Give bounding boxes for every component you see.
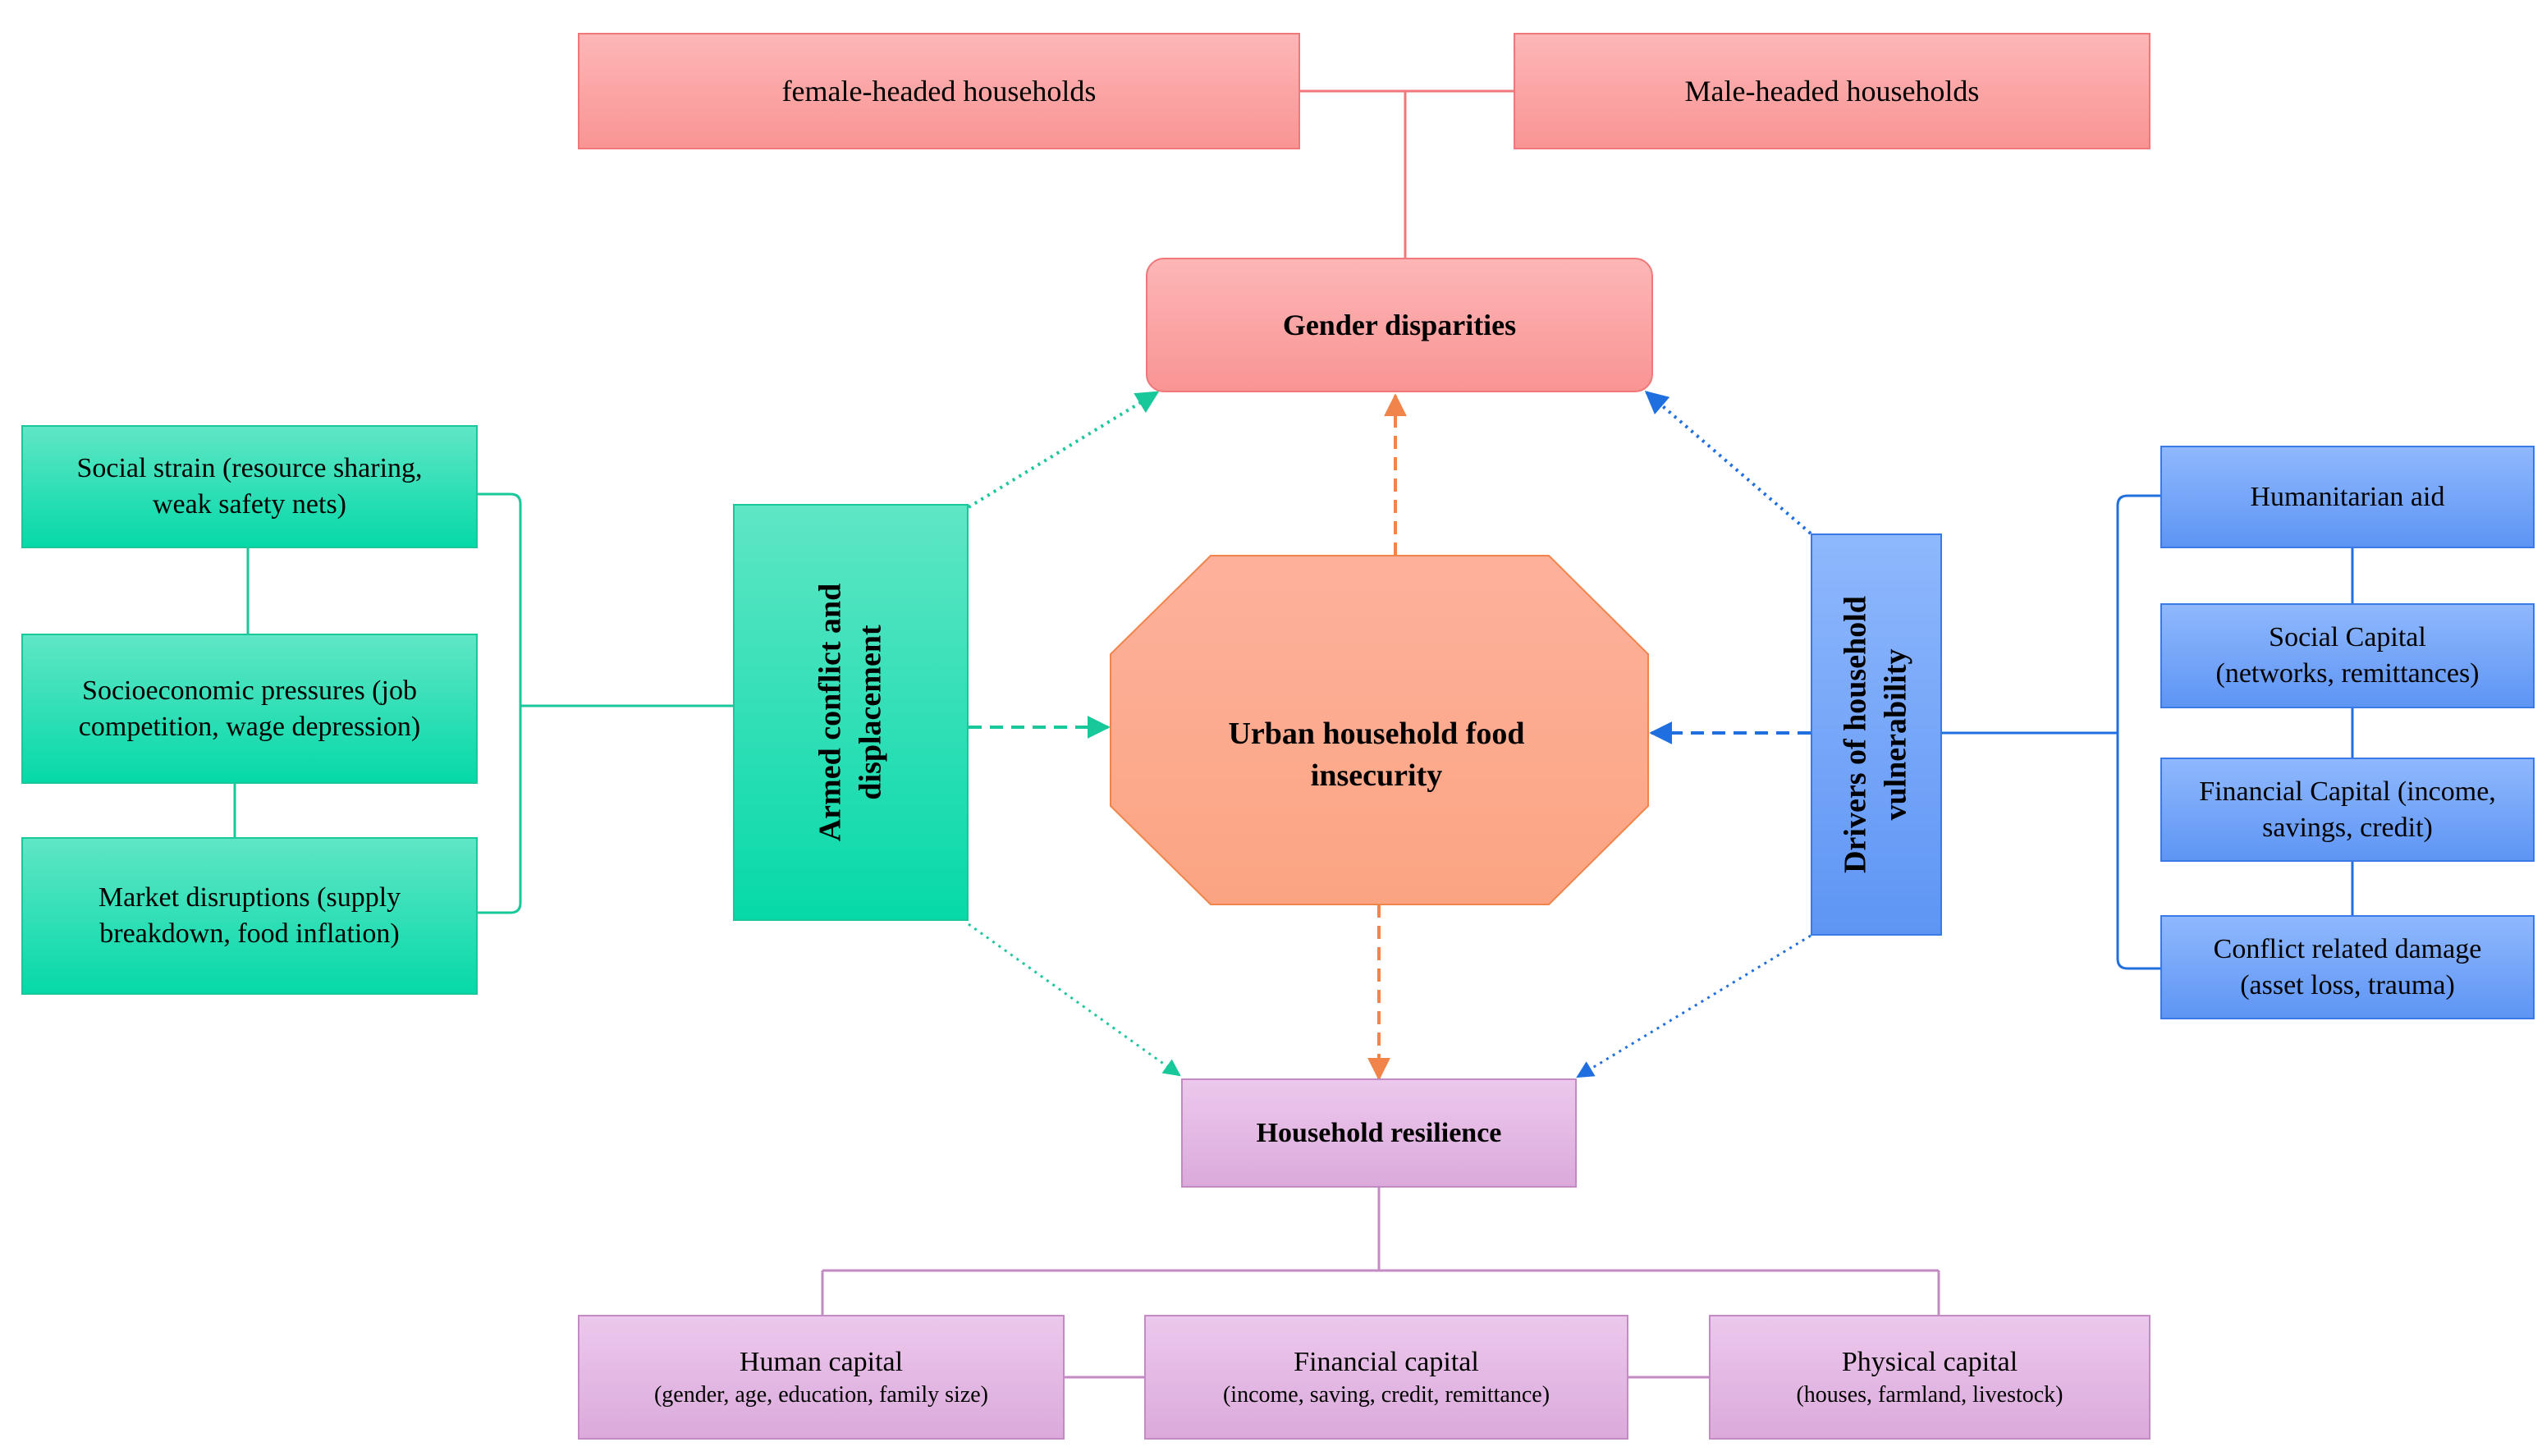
drivers-vulnerability-title: Drivers of household vulnerability <box>1836 596 1917 873</box>
conflict-damage-line2: (asset loss, trauma) <box>2240 969 2455 1000</box>
financial-capital-line1: Financial Capital (income, <box>2199 776 2496 807</box>
drivers-tree-lines <box>1942 494 2354 970</box>
social-strain-line2: weak safety nets) <box>152 489 346 520</box>
market-line2: breakdown, food inflation) <box>99 918 400 949</box>
res-financial-capital-title: Financial capital <box>1294 1347 1479 1378</box>
social-capital-line1: Social Capital <box>2269 622 2426 653</box>
drivers-line1: Drivers of household <box>1838 596 1873 873</box>
drivers-item-social-capital: Social Capital (networks, remittances) <box>2160 603 2535 708</box>
conflict-item-socioeconomic: Socioeconomic pressures (job competition… <box>21 634 478 784</box>
food-insecurity-label: Urban household food insecurity <box>1110 681 1643 829</box>
arrow-conflict-to-resilience <box>968 923 1181 1077</box>
gender-disparities-label: Gender disparities <box>1282 308 1517 341</box>
resilience-item-physical-capital: Physical capital (houses, farmland, live… <box>1709 1315 2150 1440</box>
drivers-item-humanitarian-aid: Humanitarian aid <box>2160 446 2535 548</box>
armed-conflict-box: Armed conflict and displacement <box>733 504 969 921</box>
drivers-vulnerability-box: Drivers of household vulnerability <box>1811 533 1942 936</box>
gender-tree-lines <box>1298 89 1514 258</box>
household-resilience-label: Household resilience <box>1256 1117 1502 1148</box>
armed-conflict-line1: Armed conflict and <box>813 583 848 842</box>
food-insecurity-line2: insecurity <box>1310 758 1443 793</box>
gender-disparities-box: Gender disparities <box>1146 258 1653 392</box>
socioeconomic-line2: competition, wage depression) <box>78 711 421 742</box>
armed-conflict-title: Armed conflict and displacement <box>810 584 891 842</box>
market-line1: Market disruptions (supply <box>98 882 401 913</box>
resilience-item-financial-capital: Financial capital (income, saving, credi… <box>1144 1315 1628 1440</box>
res-financial-capital-detail: (income, saving, credit, remittance) <box>1222 1381 1550 1408</box>
male-headed-label: Male-headed households <box>1684 74 1980 108</box>
resilience-tree-lines <box>821 1188 1940 1379</box>
physical-capital-title: Physical capital <box>1841 1347 2018 1378</box>
female-headed-box: female-headed households <box>578 33 1300 149</box>
human-capital-detail: (gender, age, education, family size) <box>653 1381 989 1408</box>
conflict-damage-line1: Conflict related damage <box>2213 933 2482 964</box>
drivers-item-conflict-damage: Conflict related damage (asset loss, tra… <box>2160 915 2535 1019</box>
conflict-tree-lines <box>233 492 733 914</box>
social-capital-line2: (networks, remittances) <box>2215 658 2480 689</box>
physical-capital-detail: (houses, farmland, livestock) <box>1796 1381 2063 1408</box>
female-headed-label: female-headed households <box>781 74 1097 108</box>
armed-conflict-line2: displacement <box>853 625 888 800</box>
male-headed-box: Male-headed households <box>1514 33 2150 149</box>
food-insecurity-line1: Urban household food <box>1228 716 1525 751</box>
financial-capital-line2: savings, credit) <box>2262 812 2433 843</box>
socioeconomic-line1: Socioeconomic pressures (job <box>82 675 417 706</box>
drivers-line2: vulnerability <box>1879 648 1913 821</box>
food-insecurity-octagon <box>1110 555 1649 905</box>
arrow-drivers-to-gender <box>1644 391 1812 535</box>
resilience-item-human-capital: Human capital (gender, age, education, f… <box>578 1315 1065 1440</box>
drivers-item-financial-capital: Financial Capital (income, savings, cred… <box>2160 758 2535 862</box>
arrow-conflict-to-gender <box>967 391 1160 509</box>
conflict-item-social-strain: Social strain (resource sharing, weak sa… <box>21 425 478 548</box>
household-resilience-box: Household resilience <box>1181 1078 1577 1188</box>
arrow-drivers-to-resilience <box>1576 934 1811 1078</box>
conflict-item-market: Market disruptions (supply breakdown, fo… <box>21 837 478 995</box>
human-capital-title: Human capital <box>739 1347 904 1378</box>
social-strain-line1: Social strain (resource sharing, <box>76 453 423 484</box>
humanitarian-aid-label: Humanitarian aid <box>2250 481 2445 512</box>
